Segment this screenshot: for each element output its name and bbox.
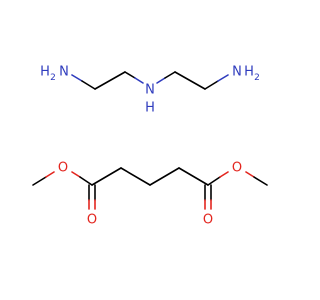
bond-c1-c2	[94, 71, 126, 90]
bond-c4-c5	[178, 167, 209, 186]
bond-o-ch3-right-c	[253, 176, 268, 186]
bond-c2-n2-n	[134, 77, 144, 84]
bond-c4-n3-n	[217, 74, 229, 82]
bond-c-o-right-c	[207, 176, 221, 186]
ether-oxygen-left-label: O	[58, 161, 68, 176]
amine-n3-subscript: 2	[254, 73, 260, 83]
bond-c2-n2-c	[124, 71, 136, 79]
bond-o-c-left-c	[79, 176, 93, 186]
amine-n3-h-label: H	[244, 65, 254, 80]
ether-oxygen-right-label: O	[232, 161, 242, 176]
amine-n2-h-label: H	[145, 101, 155, 116]
bond-n2-c3-n	[156, 77, 166, 84]
bond-n1-c1-n	[71, 74, 83, 82]
bond-ch3-o-left-o	[45, 171, 55, 178]
carbonyl-oxygen-left-label: O	[87, 213, 97, 228]
background	[0, 0, 300, 300]
bond-c2-c3	[120, 167, 151, 186]
dimethyl-glutarate-molecule: O O O O	[32, 161, 268, 228]
bond-o-c-left-o	[71, 171, 81, 178]
bond-ch3-o-left-c	[32, 176, 47, 186]
bond-c3-c4	[149, 167, 180, 186]
bond-o-ch3-right-o	[245, 171, 255, 178]
bond-n2-c3-c	[164, 71, 176, 79]
bond-c-o-right-o	[219, 171, 229, 178]
amine-n1-h-label: H	[40, 65, 50, 80]
amine-n1-label: N	[59, 65, 69, 80]
bond-c3-c4	[174, 71, 206, 90]
structure-canvas: H 2 N N H N H 2 O	[0, 0, 300, 300]
bond-n1-c1-c	[81, 80, 96, 90]
diethylenetriamine-molecule: H 2 N N H N H 2	[40, 65, 260, 116]
carbonyl-oxygen-right-label: O	[203, 213, 213, 228]
amine-n3-label: N	[232, 65, 242, 80]
amine-n1-subscript: 2	[50, 73, 56, 83]
bond-c1-c2	[91, 167, 122, 186]
amine-n2-label: N	[145, 83, 155, 98]
bond-c4-n3-c	[204, 80, 219, 90]
